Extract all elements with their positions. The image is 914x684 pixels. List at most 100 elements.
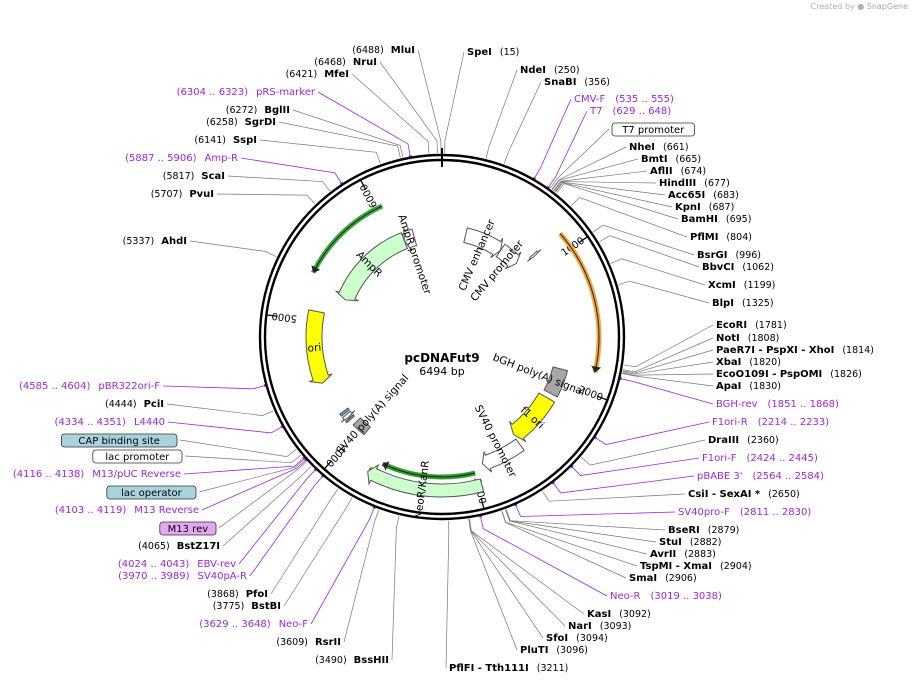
enzyme-name: BamHI	[681, 214, 718, 225]
site-position: (4103 .. 4119)	[55, 505, 127, 516]
site-position: (3609)	[276, 637, 308, 648]
site-position: (2879)	[708, 525, 740, 536]
leader-line	[505, 509, 648, 555]
enzyme-name: AhdI	[161, 236, 187, 247]
enzyme-name: SnaBI	[544, 77, 576, 88]
primer-name: M13/pUC Reverse	[92, 469, 181, 480]
enzyme-name: NruI	[353, 57, 377, 68]
enzyme-label: (6141) SspI	[194, 135, 257, 146]
tick-mark	[266, 314, 278, 317]
site-position: (996)	[735, 250, 761, 261]
site-position: (356)	[584, 77, 610, 88]
primer-label: (4334 .. 4351)L4440	[55, 417, 165, 428]
site-position: (3629 .. 3648)	[199, 619, 271, 630]
leader-line	[167, 421, 282, 434]
leader-line	[480, 516, 608, 597]
enzyme-label: SmaI (2906)	[629, 573, 697, 584]
primer-label: Neo-R(3019 .. 3038)	[610, 591, 722, 602]
leader-line	[166, 403, 274, 416]
site-position: (4116 .. 4138)	[13, 469, 85, 480]
enzyme-label: BseRI(2879)	[668, 525, 739, 536]
primer-name: SV40pA-R	[198, 571, 247, 582]
feature-label: CAP binding site	[78, 436, 160, 447]
bgh-label: bGH poly(A) signal	[491, 352, 587, 399]
enzyme-label: (5337)AhdI	[123, 236, 187, 247]
enzyme-label: ApaI(1830)	[716, 381, 781, 392]
plasmid-name: pcDNAFut9	[404, 351, 479, 365]
sv40polya-feature	[352, 417, 371, 436]
primer-name: pRS-marker	[256, 87, 316, 98]
site-position: (2360)	[747, 435, 779, 446]
site-position: (3092)	[619, 609, 651, 620]
enzyme-label: (6421)MfeI	[286, 69, 349, 80]
enzyme-name: SfoI	[546, 633, 568, 644]
primer-label: (5887 .. 5906)Amp-R	[125, 153, 238, 164]
leader-line	[351, 73, 430, 154]
primer-name: Neo-F	[279, 619, 309, 630]
ampr-promoter-feature	[403, 227, 418, 252]
site-position: (4444)	[105, 399, 137, 410]
site-position: (1820)	[749, 357, 781, 368]
bgh-feature	[543, 366, 569, 398]
enzyme-label: (6258)SgrDI	[206, 117, 276, 128]
fut9-orange-arrowhead	[591, 365, 602, 373]
site-position: (1062)	[742, 262, 774, 273]
leader-line	[218, 461, 307, 529]
enzyme-name: EcoRI	[716, 320, 747, 331]
leader-line	[343, 509, 380, 643]
enzyme-name: DraIII	[708, 435, 739, 446]
enzyme-name: CsiI - SexAI *	[688, 489, 761, 500]
enzyme-name: PluTI	[520, 645, 548, 656]
enzyme-label: SfoI(3094)	[546, 633, 608, 644]
site-position: (5817)	[163, 171, 195, 182]
ampr-promoter-label: AmpR promoter	[395, 213, 433, 297]
site-position: (6272)	[226, 105, 258, 116]
feature-label-box	[61, 433, 178, 448]
leader-line	[222, 466, 312, 547]
site-position: (1826)	[830, 369, 862, 380]
feature-label: lac promoter	[105, 452, 170, 463]
site-position: (677)	[704, 178, 730, 189]
enzyme-name: EcoO109I - PspOMI	[716, 369, 822, 380]
enzyme-label: PluTI(3096)	[520, 645, 588, 656]
enzyme-name: ApaI	[716, 381, 741, 392]
primer-name: CMV-F	[574, 94, 605, 105]
site-position: (683)	[713, 190, 739, 201]
leader-line	[198, 458, 305, 493]
leader-line	[189, 240, 277, 258]
enzyme-label: AflII(674)	[650, 166, 706, 177]
credit-prefix: Created by	[810, 2, 855, 11]
leader-line	[553, 181, 657, 192]
enzyme-label: (5707)PvuI	[151, 189, 214, 200]
feature-label-box	[92, 449, 183, 464]
enzyme-name: PciI	[144, 399, 164, 410]
enzyme-name: SspI	[233, 135, 257, 146]
enzyme-label: BamHI(695)	[681, 214, 751, 225]
leader-line	[444, 51, 465, 154]
site-position: (6141)	[194, 135, 226, 146]
site-position: (2906)	[665, 573, 697, 584]
leader-line	[379, 61, 438, 154]
primer-name: L4440	[134, 417, 165, 428]
site-position: (6488)	[352, 45, 384, 56]
enzyme-name: PfoI	[246, 589, 268, 600]
leader-line	[623, 324, 714, 368]
f1ori-feature	[509, 392, 556, 442]
enzyme-name: XcmI	[708, 280, 736, 291]
site-position: (5887 .. 5906)	[125, 153, 197, 164]
leader-line	[623, 337, 714, 373]
site-position: (2904)	[720, 561, 752, 572]
enzyme-label: PflFI - Tth111I(3211)	[449, 663, 568, 674]
enzyme-name: MluI	[391, 45, 415, 56]
site-position: (804)	[726, 232, 752, 243]
site-position: (250)	[554, 65, 580, 76]
enzyme-label: KasI(3092)	[587, 609, 651, 620]
primer-name: T7	[589, 106, 602, 117]
enzyme-label: (3609)RsrII	[276, 637, 341, 648]
site-position: (1814)	[842, 345, 874, 356]
enzyme-label: XcmI(1199)	[708, 280, 775, 291]
enzyme-name: SmaI	[629, 573, 657, 584]
credit-brand: SnapGene	[866, 2, 908, 11]
enzyme-label: NheI(661)	[629, 142, 689, 153]
